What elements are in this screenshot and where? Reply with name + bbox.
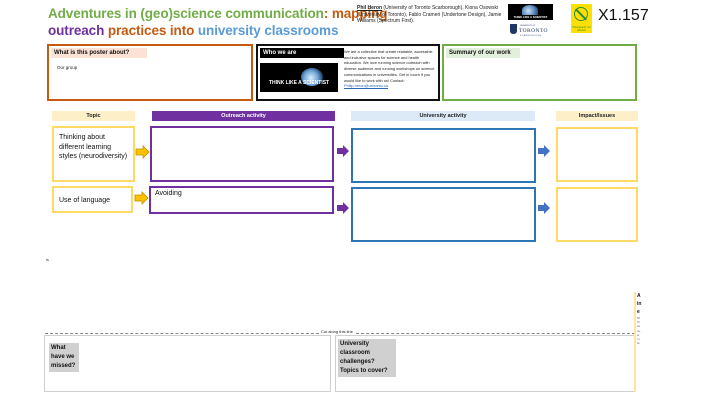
who-we-are-box: Who we are THINK LIKE A SCIENTIST We are…	[256, 44, 440, 101]
cut-line-label: Cut along this line	[320, 329, 354, 334]
university-cell-row-1[interactable]	[351, 128, 536, 183]
impact-cell-row-2[interactable]	[556, 187, 638, 242]
title-line-1: Adventures in (geo)science communication…	[48, 6, 388, 21]
column-header-topic: Topic	[52, 111, 135, 121]
no-photography-badge: Photography not allowed	[571, 4, 592, 33]
authors: Phil Heron (University of Toronto Scarbo…	[357, 5, 502, 25]
contact-email-link[interactable]: Philip.heron@utoronto.ca	[344, 83, 388, 89]
think-like-a-scientist-image: THINK LIKE A SCIENTIST	[260, 63, 338, 92]
arrow-right-icon	[337, 145, 349, 157]
topic-cell-row-2[interactable]: Use of language	[52, 186, 133, 213]
arrow-right-icon	[134, 191, 149, 205]
earth-icon	[301, 68, 323, 86]
column-header-impact: Impact/Issues	[556, 111, 638, 121]
stray-text: is	[46, 257, 49, 262]
earth-icon	[522, 5, 538, 15]
crest-icon	[510, 24, 517, 34]
outreach-cell-row-2[interactable]: Avoiding	[149, 186, 334, 214]
no-camera-icon	[574, 7, 588, 21]
side-panel-partial: A in e St th co ou w m fe	[634, 292, 644, 392]
what-heading: What is this poster about?	[51, 48, 147, 58]
university-cell-row-2[interactable]	[351, 187, 536, 242]
missed-label: What have we missed?	[49, 343, 79, 372]
arrow-right-icon	[135, 145, 150, 159]
challenges-label: University classroom challenges? Topics …	[338, 339, 396, 377]
poster-title: Adventures in (geo)science communication…	[48, 5, 388, 39]
think-like-a-scientist-logo: THINK LIKE A SCIENTIST	[508, 4, 553, 20]
impact-cell-row-1[interactable]	[556, 127, 638, 182]
who-heading: Who we are	[260, 48, 344, 58]
what-is-this-poster-about-box[interactable]: What is this poster about? Our group	[47, 44, 253, 101]
column-header-university: University activity	[351, 111, 535, 121]
who-description: We are a collective that create relatabl…	[344, 49, 435, 89]
title-line-2: outreach practices into university class…	[48, 23, 339, 38]
what-body[interactable]: Our group	[57, 65, 78, 70]
outreach-cell-row-1[interactable]	[150, 126, 334, 182]
column-header-outreach: Outreach activity	[152, 111, 335, 121]
arrow-right-icon	[538, 202, 550, 214]
topic-cell-row-1[interactable]: Thinking about different learning styles…	[52, 126, 135, 182]
lead-author: Phil Heron	[357, 5, 383, 11]
arrow-right-icon	[538, 145, 550, 157]
what-have-we-missed-box[interactable]: What have we missed?	[44, 335, 331, 392]
classroom-challenges-box[interactable]: University classroom challenges? Topics …	[335, 335, 635, 392]
uoft-scarborough-logo: UNIVERSITY OF TORONTO SCARBOROUGH	[508, 22, 553, 39]
summary-of-our-work-box[interactable]: Summary of our work	[442, 44, 637, 101]
summary-heading: Summary of our work	[446, 48, 520, 58]
poster-code: X1.157	[598, 7, 649, 24]
arrow-right-icon	[337, 202, 349, 214]
